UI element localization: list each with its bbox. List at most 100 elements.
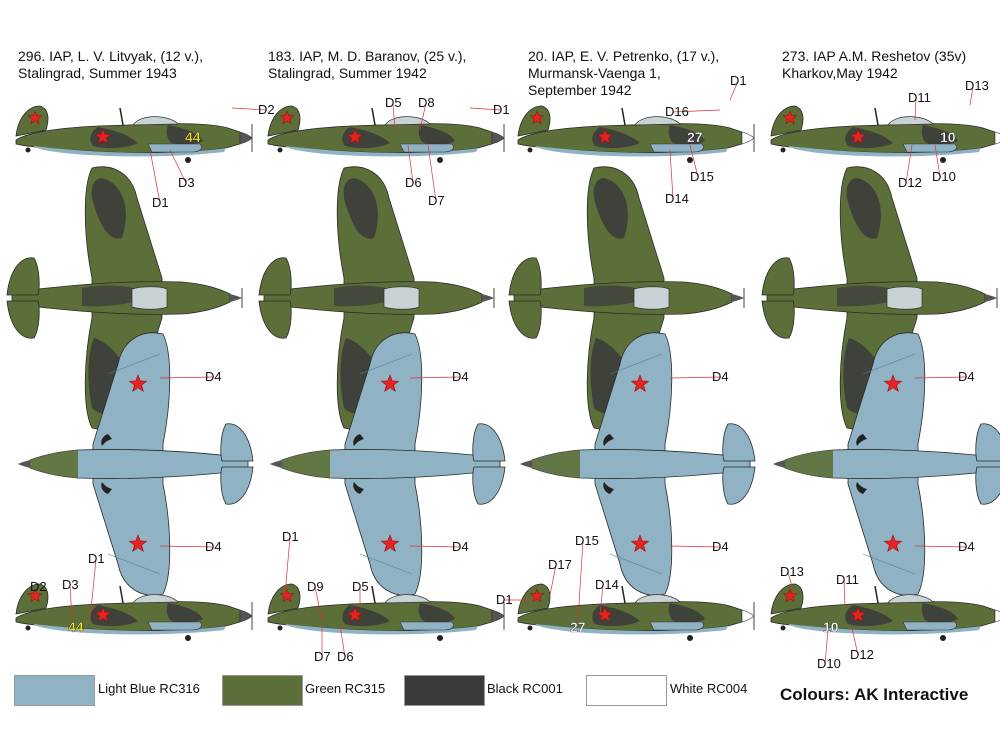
legend-swatch-green (222, 675, 303, 706)
side-number: 44 (68, 619, 84, 635)
tailplane (761, 257, 795, 296)
decal-callout-label: D1 (282, 529, 299, 544)
underside-view (270, 332, 506, 596)
callout-leader-line (409, 376, 461, 379)
callout-leader-line (69, 584, 73, 621)
nose-cowling (30, 450, 78, 478)
underside-wrapper (18, 332, 254, 596)
main-wheel (687, 157, 693, 163)
gear-well (101, 482, 112, 494)
panel-line (107, 353, 161, 375)
canopy (384, 594, 431, 604)
callout-leader-line (729, 80, 739, 101)
red-star-icon (94, 606, 112, 623)
red-star-icon (782, 588, 798, 603)
tailplane (220, 466, 254, 505)
spinner (994, 131, 1000, 145)
canopy (887, 116, 934, 126)
red-star-icon (279, 588, 295, 603)
tailplane (6, 300, 40, 339)
tailplane (6, 257, 40, 296)
tail-wheel (527, 625, 533, 631)
decal-callout-label: D3 (178, 175, 195, 190)
red-star-icon (27, 110, 43, 125)
tailplane (258, 257, 292, 296)
tailplane (722, 466, 756, 505)
decal-callout-label: D4 (452, 369, 469, 384)
side-profile (770, 105, 1000, 163)
canopy (633, 286, 670, 310)
gear-well (353, 482, 364, 494)
tail-wheel (780, 147, 786, 153)
side-number: 44 (185, 129, 201, 145)
red-star-icon (94, 128, 112, 145)
belly (285, 146, 478, 157)
decal-callout-label: D11 (836, 572, 859, 587)
red-star-icon (346, 606, 364, 623)
underside-wrapper (270, 332, 506, 596)
callout-leader-line (843, 579, 846, 606)
column-title-line: 20. IAP, E. V. Petrenko, (17 v.), (528, 48, 720, 64)
red-star-icon (782, 110, 798, 125)
side-number: 27 (687, 129, 703, 145)
callout-leader-line (427, 144, 437, 202)
decal-callout-label: D2 (258, 102, 275, 117)
decal-callout-label: D4 (958, 539, 975, 554)
callout-leader-line (914, 97, 917, 121)
callout-leader-line (577, 540, 584, 621)
callout-leader-line (284, 536, 291, 596)
decal-callout-label: D3 (62, 577, 79, 592)
aircraft-column: 44 44 (6, 105, 254, 641)
gear-well (101, 434, 112, 446)
column-title-line: 296. IAP, L. V. Litvyak, (12 v.), (18, 48, 203, 64)
antenna-mast (874, 585, 879, 604)
red-star-icon (128, 374, 148, 392)
decal-callout-label: D1 (496, 592, 513, 607)
main-wheel (687, 635, 693, 641)
spinner (18, 460, 30, 468)
side-profile (15, 583, 253, 641)
tail-wheel (277, 625, 283, 631)
decal-callout-label: D4 (205, 539, 222, 554)
gear-well (603, 482, 614, 494)
camo-blotch (418, 125, 455, 146)
red-star-icon (279, 110, 295, 125)
panel-line (862, 353, 916, 375)
red-star-icon (27, 588, 43, 603)
decal-callout-label: D12 (850, 647, 874, 662)
callout-leader-line (669, 545, 721, 548)
camo-blotch (593, 178, 628, 239)
canopy (132, 594, 179, 604)
underside-view (520, 332, 756, 596)
red-star-icon (849, 128, 867, 145)
callout-leader-line (914, 545, 967, 548)
column-title-line: Stalingrad, Summer 1943 (18, 65, 177, 81)
decal-callout-label: D13 (965, 78, 989, 93)
wing (147, 621, 202, 631)
red-star-icon (630, 534, 650, 552)
belly (788, 146, 981, 157)
canopy (887, 594, 934, 604)
underside-wrapper (773, 332, 1000, 596)
antenna-mast (371, 585, 376, 604)
panel-line (862, 553, 916, 575)
callout-leader-line (159, 545, 214, 548)
decal-callout-label: D14 (595, 577, 619, 592)
red-star-icon (380, 534, 400, 552)
callout-leader-line (169, 149, 187, 184)
column-title-line: 183. IAP, M. D. Baranov, (25 v.), (268, 48, 467, 64)
callout-leader-line (851, 627, 859, 656)
decal-callout-label: D4 (452, 539, 469, 554)
main-wheel (185, 635, 191, 641)
antenna-mast (371, 107, 376, 126)
gear-well (353, 434, 364, 446)
side-profile (15, 105, 253, 163)
belly (285, 624, 478, 635)
spinner (239, 131, 253, 145)
column-title-line: Stalingrad, Summer 1942 (268, 65, 427, 81)
underside-wrapper (520, 332, 756, 596)
side-profile (267, 105, 505, 163)
callout-leader-line (314, 586, 323, 621)
callout-leader-line (231, 107, 267, 111)
